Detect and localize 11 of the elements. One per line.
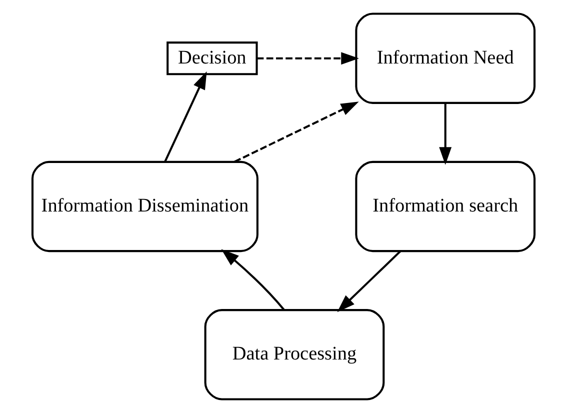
arrow [438,102,452,165]
arrow [220,249,284,311]
node-box: Information Need [354,12,536,104]
arrow [164,71,206,162]
node-box: Decision [166,42,258,76]
node-box: Information search [354,160,536,252]
arrow [256,52,358,65]
arrow [336,250,401,312]
node-box: Information Dissemination [30,160,258,252]
node-box: Data Processing [204,309,384,400]
arrow [234,102,358,163]
